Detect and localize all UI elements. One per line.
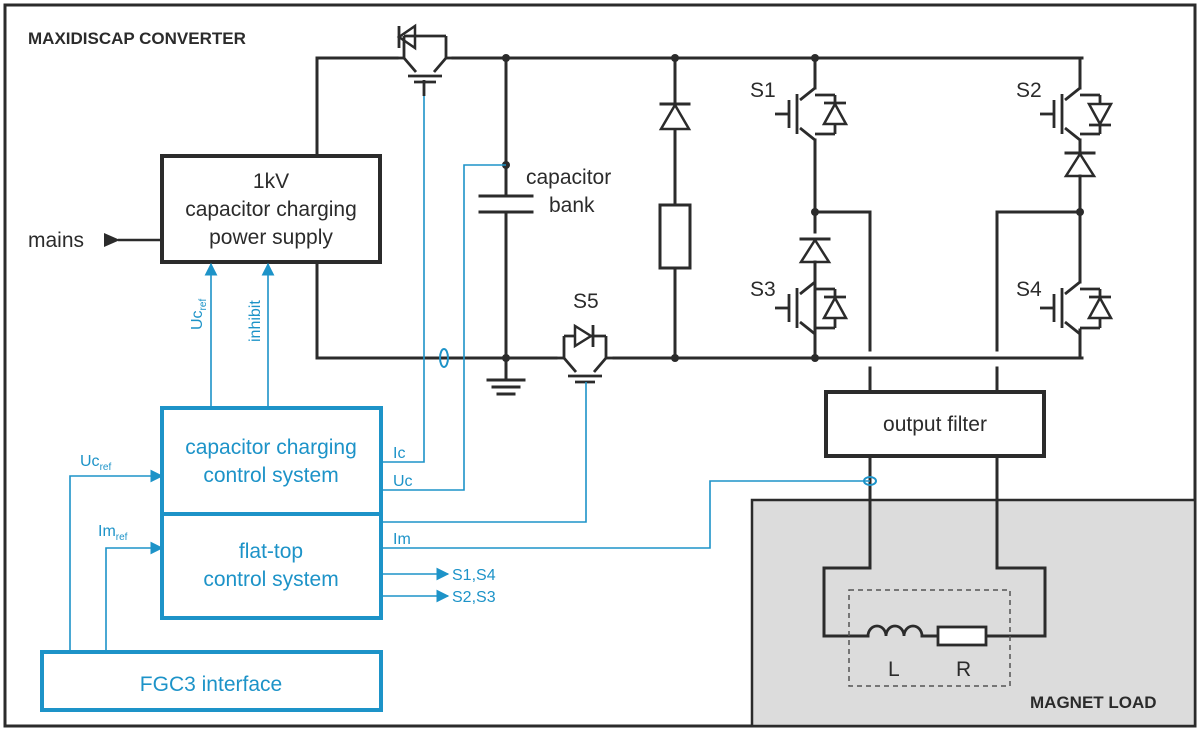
s4-igbt bbox=[1040, 280, 1114, 336]
s5-switch bbox=[556, 323, 614, 384]
magnet-load-zone bbox=[750, 498, 1197, 728]
uc-label: Uc bbox=[393, 473, 413, 490]
converter-title: MAXIDISCAP CONVERTER bbox=[28, 29, 246, 48]
s4-label: S4 bbox=[1016, 278, 1042, 301]
s3-label: S3 bbox=[750, 278, 776, 301]
s1-igbt bbox=[775, 86, 849, 142]
charging-control-line1: capacitor charging bbox=[185, 436, 357, 459]
s3-igbt bbox=[775, 280, 849, 336]
resistor-label: R bbox=[956, 658, 971, 681]
s23-label: S2,S3 bbox=[452, 589, 496, 606]
control-wiring bbox=[69, 96, 877, 652]
power-supply-line1: 1kV bbox=[253, 170, 289, 193]
capacitor-bank-line2: bank bbox=[549, 194, 595, 217]
output-filter-block bbox=[824, 390, 1046, 458]
ic-label: Ic bbox=[393, 445, 405, 462]
s2-label: S2 bbox=[1016, 79, 1042, 102]
flattop-control-line2: control system bbox=[203, 568, 338, 591]
mains-label: mains bbox=[28, 229, 84, 252]
flattop-control-block bbox=[160, 512, 383, 620]
charging-switch bbox=[396, 23, 453, 96]
fgc3-label: FGC3 interface bbox=[140, 673, 282, 696]
inductor-label: L bbox=[888, 658, 900, 681]
charging-control-line2: control system bbox=[203, 464, 338, 487]
s2-igbt bbox=[1040, 86, 1114, 142]
s5-label: S5 bbox=[573, 290, 599, 313]
uc-ref-label: Ucref bbox=[80, 453, 111, 473]
power-supply-line2: capacitor charging bbox=[185, 198, 357, 221]
uc-ref-vertical-label: Ucref bbox=[189, 299, 209, 330]
charging-control-block bbox=[160, 406, 383, 516]
flattop-control-line1: flat-top bbox=[239, 540, 303, 563]
magnet-load-label: MAGNET LOAD bbox=[1030, 693, 1157, 712]
power-circuit bbox=[104, 54, 1097, 638]
im-label: Im bbox=[393, 531, 411, 548]
s14-label: S1,S4 bbox=[452, 567, 496, 584]
inhibit-label: inhibit bbox=[247, 300, 264, 342]
magnet-load-circuit bbox=[848, 589, 1011, 687]
s1-label: S1 bbox=[750, 79, 776, 102]
output-filter-label: output filter bbox=[883, 413, 987, 436]
im-ref-label: Imref bbox=[98, 523, 128, 543]
capacitor-bank-line1: capacitor bbox=[526, 166, 611, 189]
fgc3-block bbox=[40, 650, 383, 712]
power-supply-line3: power supply bbox=[209, 226, 333, 249]
power-supply-block bbox=[160, 154, 382, 264]
